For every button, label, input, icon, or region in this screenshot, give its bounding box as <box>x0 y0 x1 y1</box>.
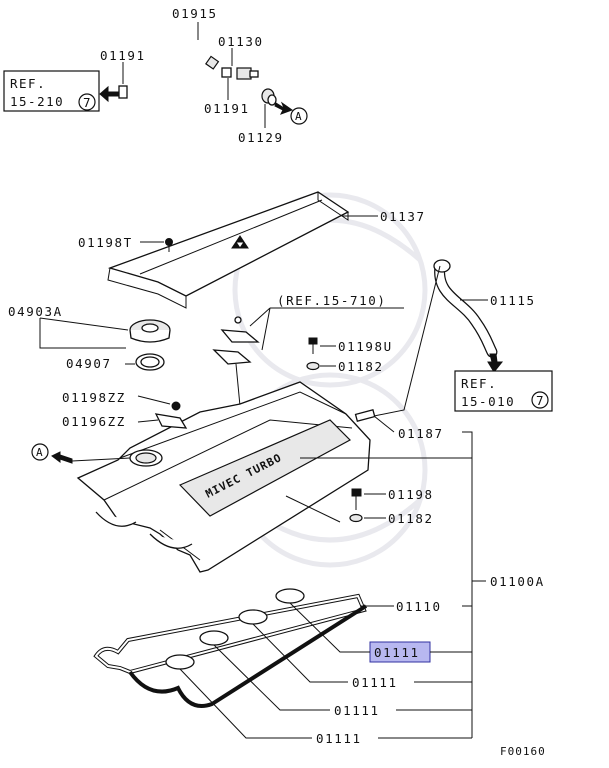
label-01198[interactable]: 01198 <box>388 487 434 502</box>
grommet-01129 <box>261 88 277 106</box>
ref-box-top-left[interactable]: REF. 15-210 7 <box>3 70 100 112</box>
svg-text:7: 7 <box>83 95 92 110</box>
ref-box-right[interactable]: REF. 15-010 7 <box>454 370 553 412</box>
label-01100a[interactable]: 01100A <box>490 574 545 589</box>
cover-panel <box>107 191 350 309</box>
breather-hose <box>433 259 498 358</box>
label-01198zz[interactable]: 01198ZZ <box>62 390 126 405</box>
label-01137[interactable]: 01137 <box>380 209 426 224</box>
arrow-to-a-left: A <box>31 443 131 464</box>
figure-code: F00160 <box>500 745 546 758</box>
svg-text:15-010: 15-010 <box>461 394 515 409</box>
bolt-01198t <box>165 238 173 252</box>
label-04903a[interactable]: 04903A <box>8 304 63 319</box>
label-01129[interactable]: 01129 <box>238 130 284 145</box>
label-04907[interactable]: 04907 <box>66 356 112 371</box>
arrow-to-ref-right <box>487 353 504 373</box>
svg-text:REF.: REF. <box>461 376 497 391</box>
bracket-upper <box>220 316 260 343</box>
bracket-lower <box>212 349 252 407</box>
arrow-to-a-top: A <box>274 101 308 125</box>
label-01198u[interactable]: 01198U <box>338 339 393 354</box>
oil-filler-cap <box>129 319 171 343</box>
svg-text:A: A <box>36 446 44 459</box>
label-01191-top[interactable]: 01191 <box>100 48 146 63</box>
washer-01182-bot <box>349 513 363 523</box>
label-01115[interactable]: 01115 <box>490 293 536 308</box>
oil-cap-gasket <box>135 353 165 371</box>
label-ref-15-710[interactable]: (REF.15-710) <box>277 293 387 308</box>
label-01111-b[interactable]: 01111 <box>334 703 380 718</box>
svg-text:A: A <box>295 110 303 123</box>
bracket-01196zz <box>154 413 188 429</box>
stud-01187 <box>354 408 376 422</box>
label-01130[interactable]: 01130 <box>218 34 264 49</box>
bolt-01198 <box>351 488 362 510</box>
label-01111-a[interactable]: 01111 <box>352 675 398 690</box>
label-01111-c[interactable]: 01111 <box>316 731 362 746</box>
label-01111-highlighted[interactable]: 01111 <box>369 641 431 663</box>
svg-text:REF.: REF. <box>10 76 46 91</box>
label-01187[interactable]: 01187 <box>398 426 444 441</box>
label-01191-mid[interactable]: 01191 <box>204 101 250 116</box>
label-01182-bot[interactable]: 01182 <box>388 511 434 526</box>
plug-seal-3 <box>238 609 268 625</box>
label-01182-top[interactable]: 01182 <box>338 359 384 374</box>
plug-seal-1 <box>165 654 195 670</box>
pcv-hose <box>121 40 217 97</box>
valve-cover: MIVEC TURBO <box>76 381 371 573</box>
svg-text:7: 7 <box>536 393 545 408</box>
pcv-valve <box>221 67 259 80</box>
plug-seal-4 <box>275 588 305 604</box>
svg-text:15-210: 15-210 <box>10 94 64 109</box>
washer-01182-top <box>306 361 320 371</box>
valve-cover-gasket <box>93 593 368 708</box>
bolt-01198u <box>308 337 318 354</box>
label-01198t[interactable]: 01198T <box>78 235 133 250</box>
bolt-01198zz <box>171 401 181 411</box>
label-01196zz[interactable]: 01196ZZ <box>62 414 126 429</box>
hose-clamp-right <box>205 55 220 70</box>
arrow-to-ref-top <box>99 85 119 103</box>
plug-seal-2 <box>199 630 229 646</box>
svg-text:01111: 01111 <box>374 645 420 660</box>
label-01110[interactable]: 01110 <box>396 599 442 614</box>
label-01915[interactable]: 01915 <box>172 6 218 21</box>
hose-clamp-left <box>118 85 128 99</box>
